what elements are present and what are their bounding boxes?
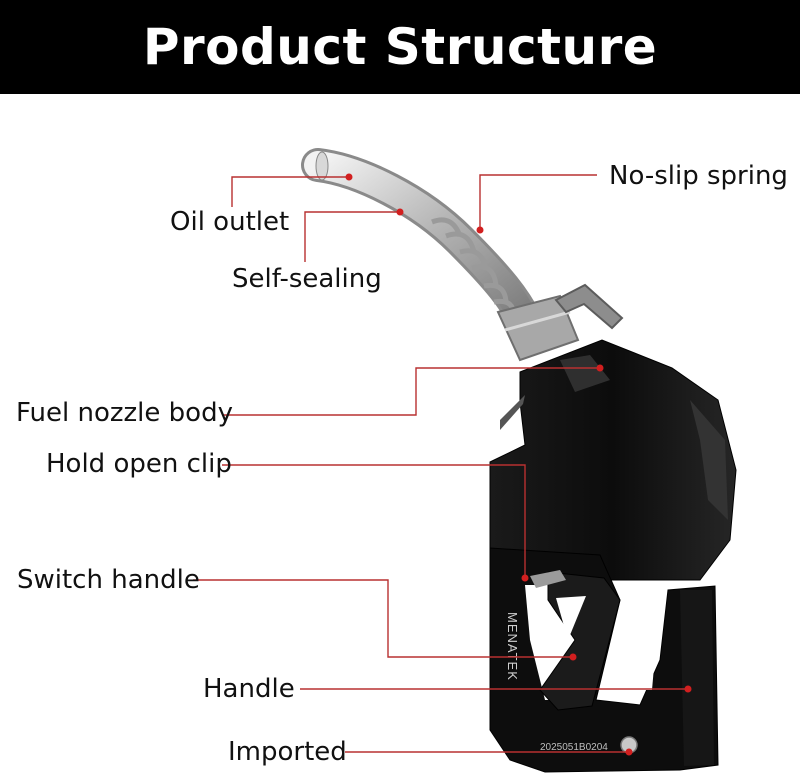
- spout-collar: [496, 294, 580, 362]
- leader-lines: [193, 174, 688, 753]
- dot-switch-handle: [569, 653, 577, 661]
- dot-handle: [684, 685, 692, 693]
- dot-oil-outlet: [345, 173, 353, 181]
- label-hold-open-clip: Hold open clip: [46, 449, 232, 479]
- leader-fuel-nozzle-body: [222, 367, 600, 416]
- dot-fuel-nozzle-body: [596, 364, 604, 372]
- label-no-slip-spring: No-slip spring: [609, 161, 788, 191]
- leader-hold-open-clip: [222, 464, 526, 578]
- marker-dots: [345, 173, 692, 756]
- trigger-lever: [530, 570, 621, 711]
- label-handle: Handle: [203, 674, 295, 704]
- leader-oil-outlet: [231, 176, 349, 207]
- spring-coils: [431, 217, 517, 321]
- dot-hold-open-clip: [521, 574, 529, 582]
- brand-text: MENATEK: [505, 612, 520, 681]
- metal-spout: [301, 148, 542, 337]
- label-imported: Imported: [228, 737, 347, 767]
- label-oil-outlet: Oil outlet: [170, 207, 290, 237]
- leader-switch-handle: [193, 579, 573, 658]
- leader-no-slip-spring: [479, 174, 597, 230]
- title-banner: Product Structure: [0, 0, 800, 94]
- serial-text: 2025051B0204: [540, 742, 608, 753]
- leader-self-sealing: [304, 211, 400, 262]
- nozzle-body: [489, 339, 737, 581]
- label-self-sealing: Self-sealing: [232, 264, 382, 294]
- page-title: Product Structure: [142, 18, 658, 76]
- label-switch-handle: Switch handle: [17, 565, 200, 595]
- label-fuel-nozzle-body: Fuel nozzle body: [16, 398, 233, 428]
- dot-no-slip-spring: [476, 226, 484, 234]
- top-hook: [554, 283, 624, 330]
- dot-imported: [625, 748, 633, 756]
- dot-self-sealing: [396, 208, 404, 216]
